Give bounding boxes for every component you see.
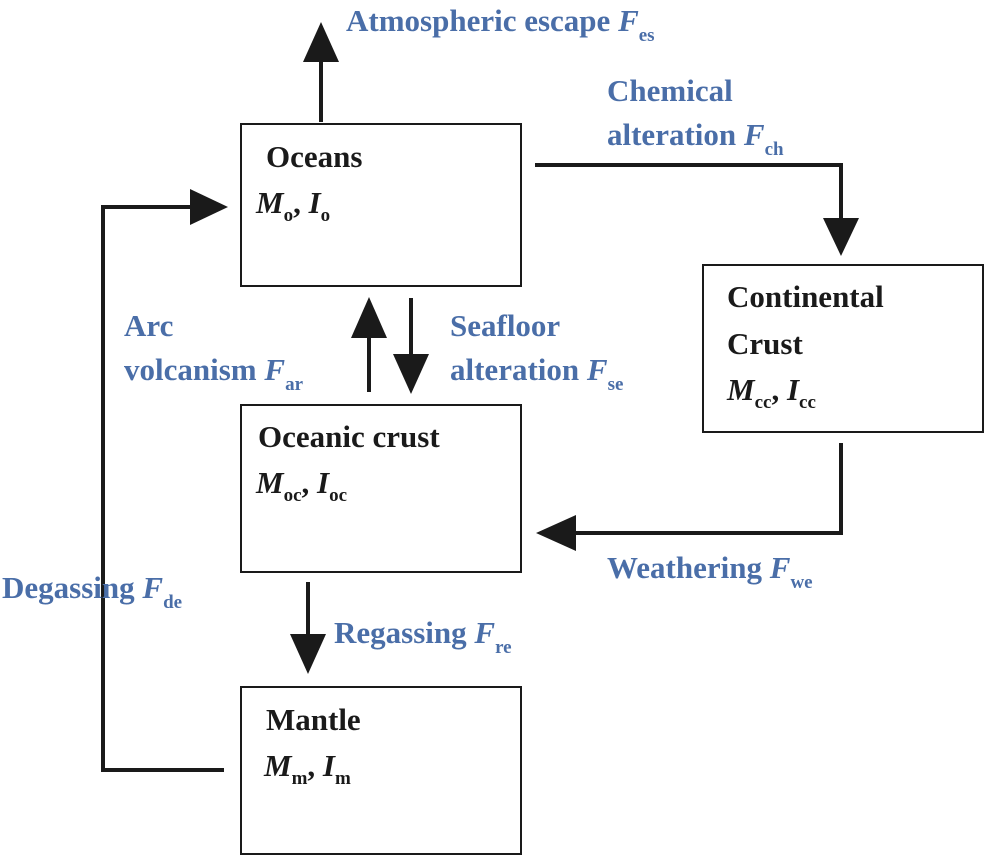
seafloor-alteration-arrow — [393, 298, 429, 394]
escape-arrow — [303, 22, 339, 122]
chemical-alteration-label-line1: Chemical — [607, 73, 733, 108]
regassing-arrow — [290, 582, 326, 674]
mantle-box — [240, 686, 522, 855]
arc-volcanism-arrow — [351, 297, 387, 392]
weathering-label: Weathering Fwe — [607, 550, 813, 593]
continental-crust-symbols: Mcc, Icc — [726, 372, 816, 413]
oceanic-crust-symbols: Moc, Ioc — [255, 465, 347, 506]
mantle-symbols: Mm, Im — [263, 748, 351, 789]
regassing-label: Regassing Fre — [334, 615, 512, 658]
oceans-title: Oceans — [266, 139, 362, 174]
continental-crust-box — [702, 264, 984, 433]
oceanic-crust-box — [240, 404, 522, 573]
oceans-box — [240, 123, 522, 287]
seafloor-alteration-label-line1: Seafloor — [450, 308, 560, 343]
mantle-title: Mantle — [266, 702, 361, 737]
arc-volcanism-label-line2: volcanism Far — [124, 352, 304, 395]
arc-volcanism-label-line1: Arc — [124, 308, 173, 343]
weathering-arrow — [536, 443, 843, 551]
chemical-alteration-label-line2: alteration Fch — [607, 117, 784, 160]
chemical-alteration-arrow — [535, 163, 859, 256]
seafloor-alteration-label-line2: alteration Fse — [450, 352, 623, 395]
degassing-arrow — [101, 189, 228, 772]
oceans-symbols: Mo, Io — [255, 185, 330, 226]
continental-crust-title-line1: Continental — [727, 279, 884, 314]
continental-crust-title-line2: Crust — [727, 326, 803, 361]
degassing-label: Degassing Fde — [2, 570, 182, 613]
escape-label: Atmospheric escape Fes — [346, 3, 655, 46]
oceanic-crust-title: Oceanic crust — [258, 419, 440, 454]
